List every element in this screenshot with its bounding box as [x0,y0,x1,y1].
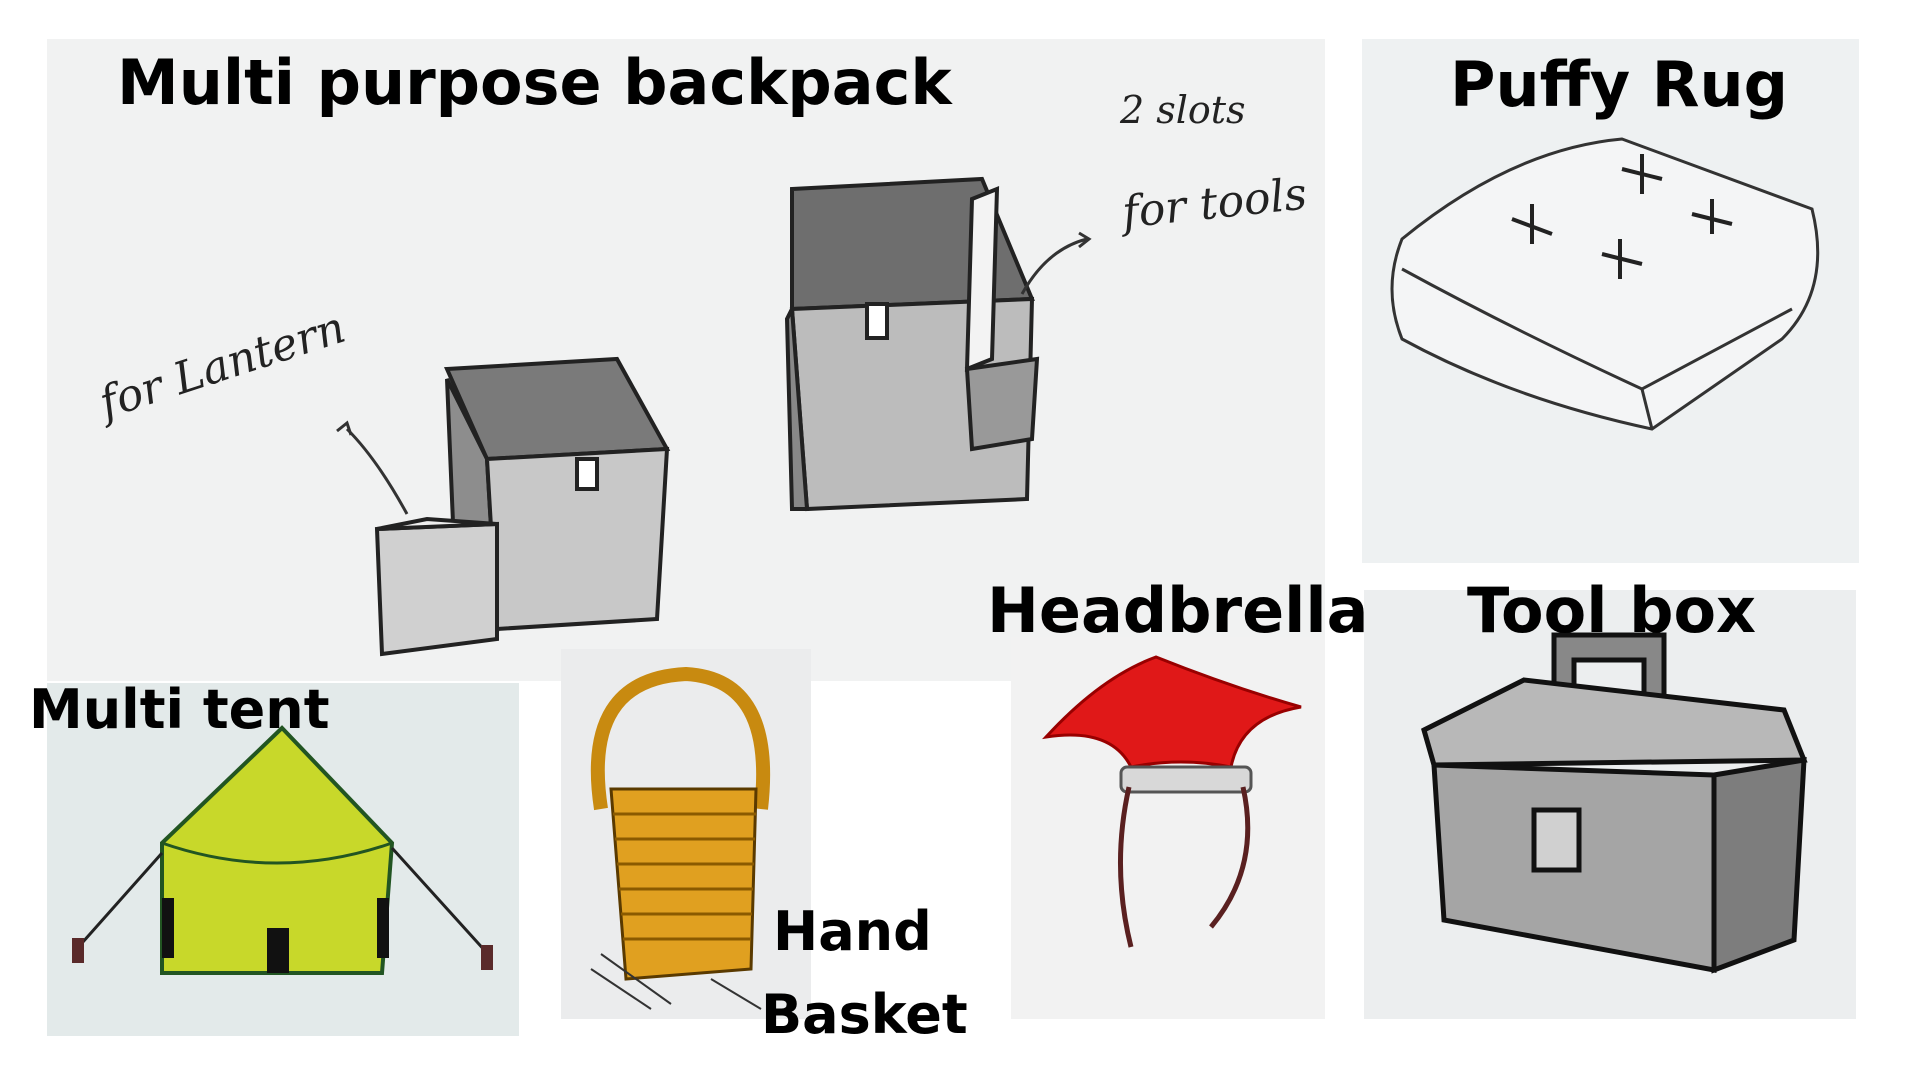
rug-drawing [1390,137,1820,431]
toolbox-drawing [1421,632,1808,974]
headbrella-title: Headbrella [987,574,1369,647]
slots-annotation: 2 slots [1120,88,1246,132]
basket-drawing [590,666,771,1010]
basket-sketch-panel [561,649,811,1019]
headbrella-sketch-panel [1011,637,1325,1019]
tent-title: Multi tent [29,678,330,741]
backpack-title: Multi purpose backpack [117,46,952,119]
basket-title-line2: Basket [761,983,968,1046]
rug-title: Puffy Rug [1450,48,1789,121]
backpack-drawings [336,176,1092,657]
backpack-sketch-panel [47,39,1325,681]
basket-title-line1: Hand [773,900,932,963]
toolbox-title: Tool box [1467,574,1757,647]
rug-sketch-panel [1362,39,1859,563]
toolbox-sketch-panel [1364,590,1856,1019]
tent-sketch-panel [47,683,519,1036]
headbrella-drawing [1042,655,1302,948]
tent-drawing [72,725,493,975]
